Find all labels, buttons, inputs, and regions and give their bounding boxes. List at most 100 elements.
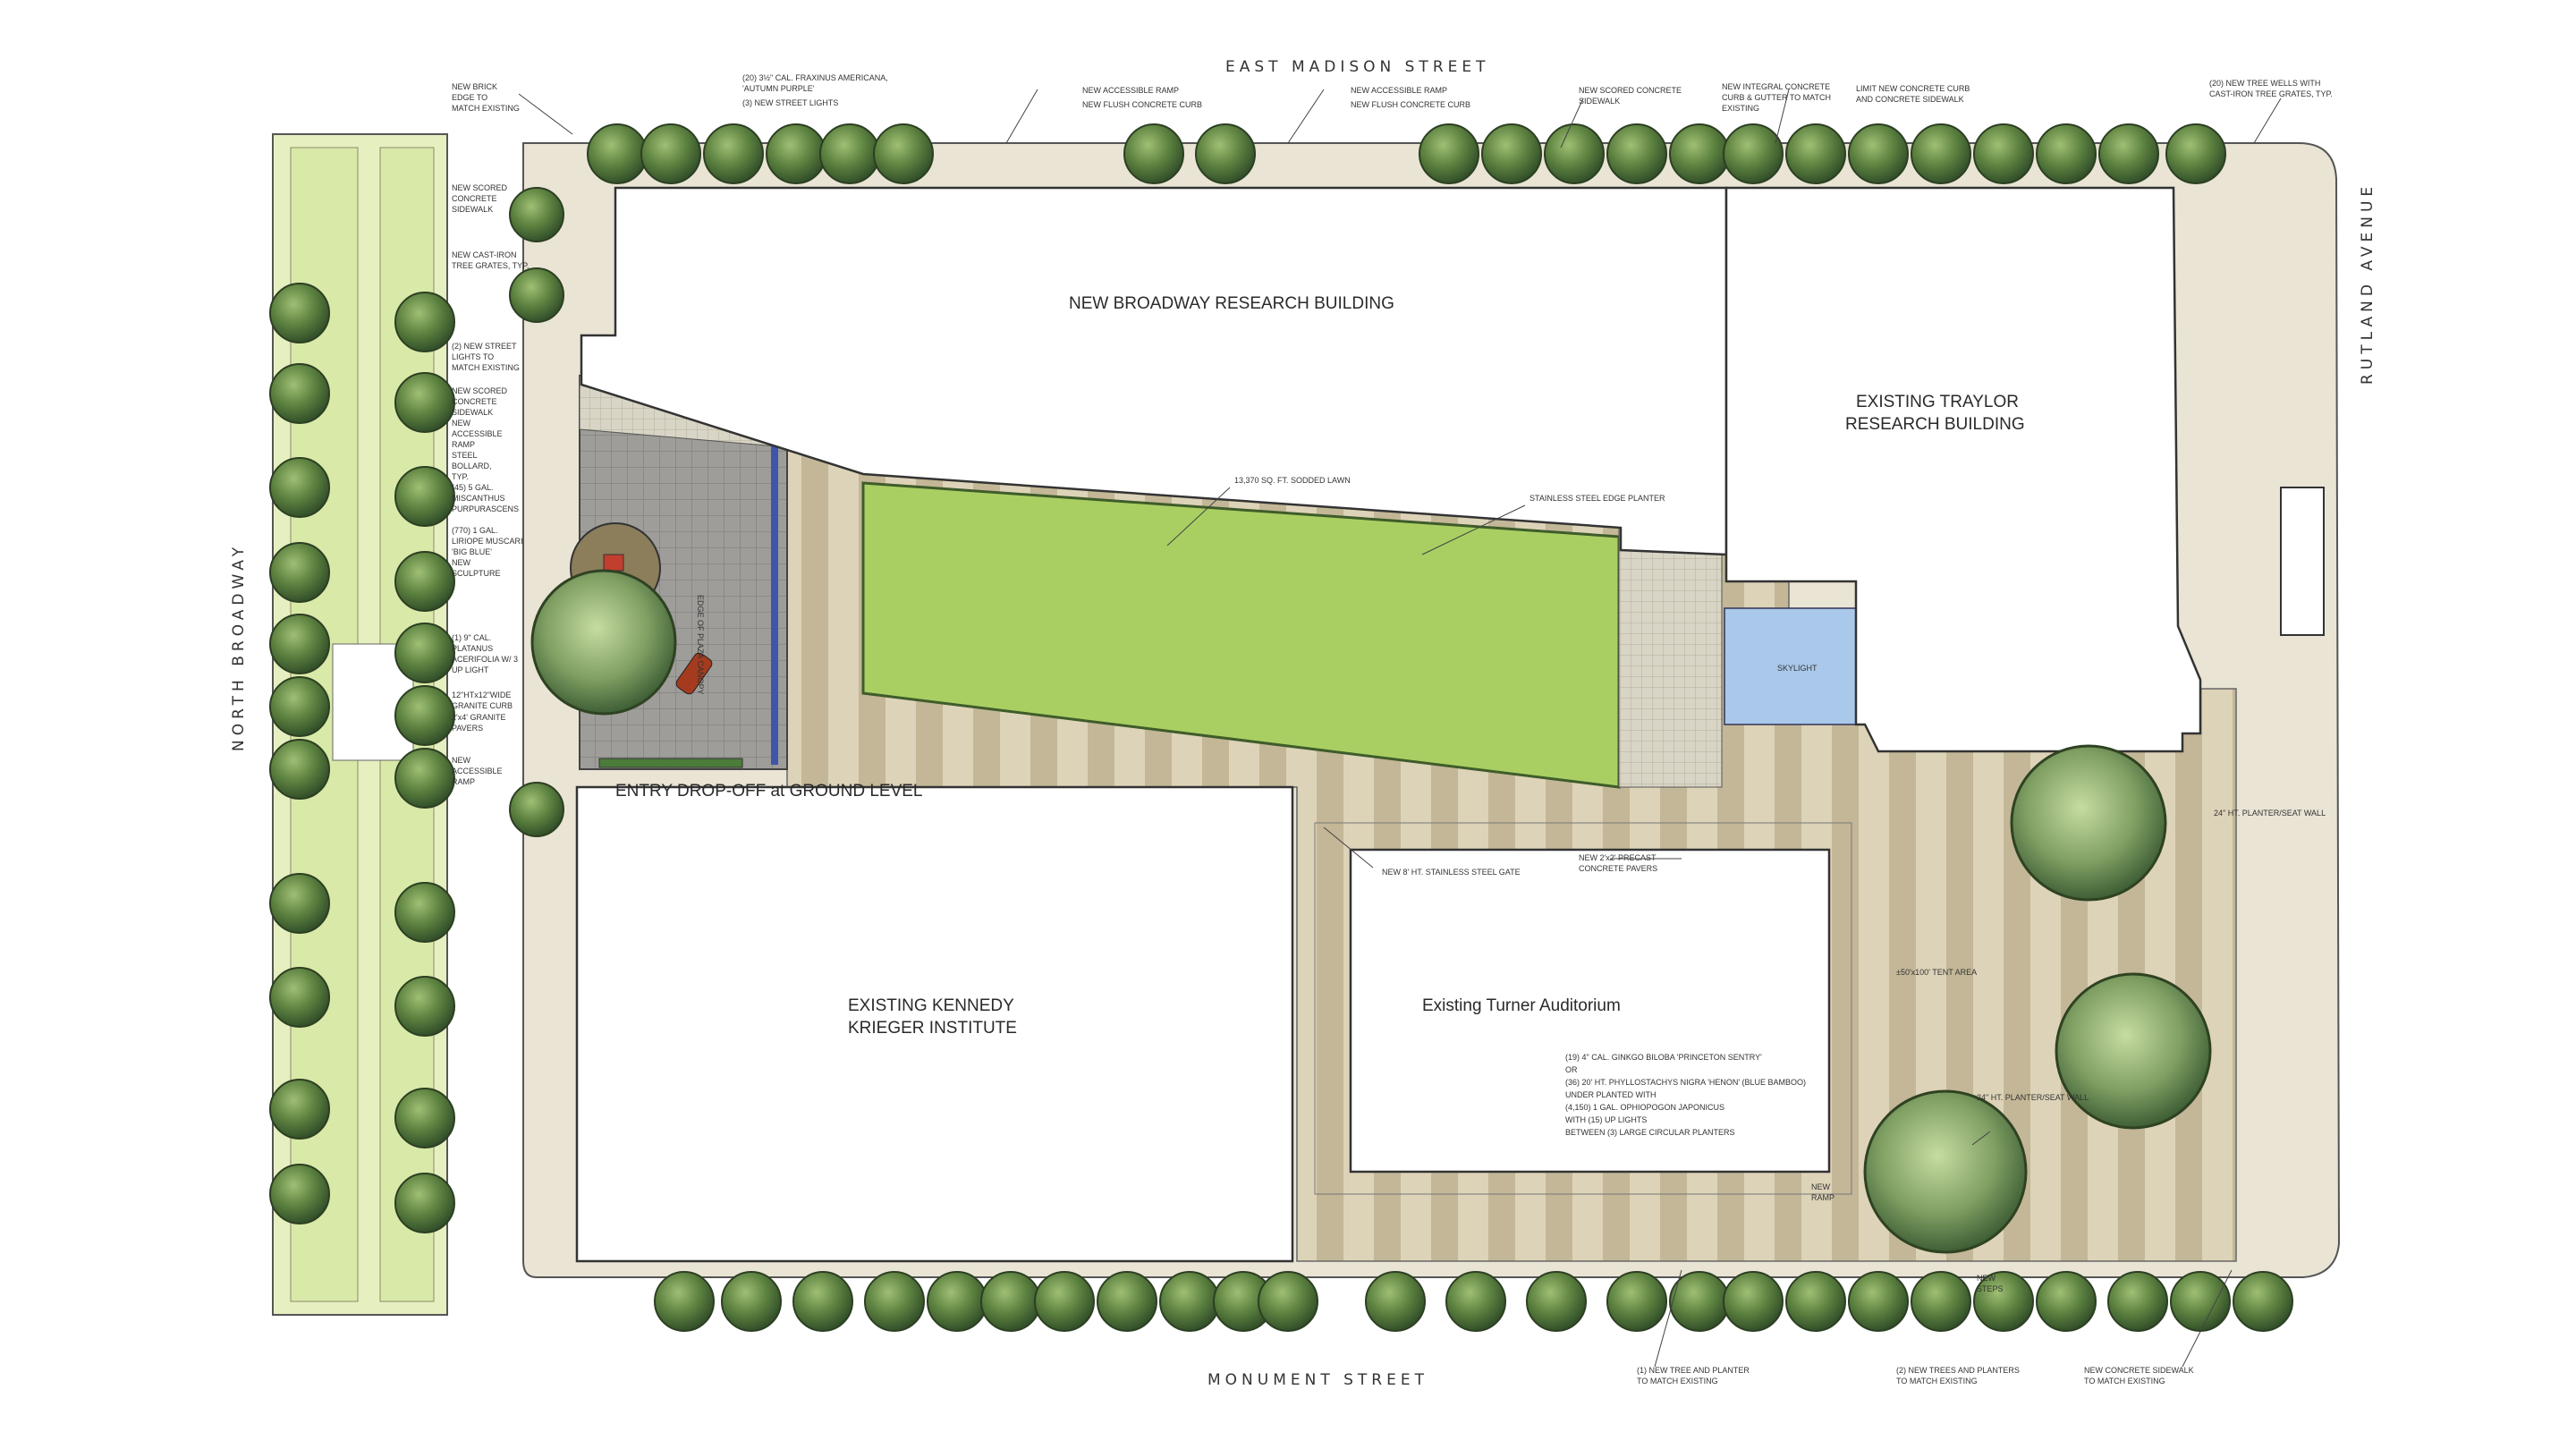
- existing-traylor-research-building: [1724, 186, 2202, 753]
- north-tree-icon: [1544, 123, 1605, 184]
- note-left-2: MATCH EXISTING: [452, 104, 520, 113]
- note-center-8: NEW: [1811, 1182, 1831, 1191]
- west-tree-icon: [394, 551, 455, 612]
- note-left-13: SIDEWALK: [452, 408, 493, 417]
- note-top-3: NEW ACCESSIBLE RAMP: [1082, 86, 1179, 95]
- south-tree-icon: [1911, 1271, 1971, 1332]
- note-left-9: LIGHTS TO: [452, 352, 494, 361]
- label-skylight: SKYLIGHT: [1777, 664, 1818, 673]
- south-tree-icon: [721, 1271, 782, 1332]
- north-tree-icon: [1606, 123, 1667, 184]
- note-left-14: NEW: [452, 419, 471, 428]
- south-tree-icon: [927, 1271, 987, 1332]
- notes-auditorium: (19) 4" CAL. GINKGO BILOBA 'PRINCETON SE…: [1565, 1053, 1806, 1137]
- south-tree-icon: [980, 1271, 1041, 1332]
- south-tree-icon: [1526, 1271, 1587, 1332]
- note-left-6: NEW CAST-IRON: [452, 250, 517, 259]
- note-left-12: CONCRETE: [452, 397, 497, 406]
- note-left-26: NEW: [452, 558, 471, 567]
- note-bottom-1: STEPS: [1977, 1284, 2004, 1293]
- street-trees-north: [587, 123, 2226, 184]
- note-left-36: NEW: [452, 756, 471, 765]
- west-tree-icon: [394, 372, 455, 433]
- note-bottom-3: TO MATCH EXISTING: [1637, 1377, 1718, 1385]
- note-auditorium-3: UNDER PLANTED WITH: [1565, 1090, 1657, 1099]
- street-label-north-broadway: NORTH BROADWAY: [230, 543, 248, 751]
- note-center-0: 13,370 SQ. FT. SODDED LAWN: [1234, 476, 1351, 485]
- note-left-1: EDGE TO: [452, 93, 487, 102]
- south-tree-icon: [2036, 1271, 2097, 1332]
- west-sidewalk-tree-icon: [509, 267, 564, 323]
- south-tree-icon: [1606, 1271, 1667, 1332]
- south-tree-icon: [1445, 1271, 1506, 1332]
- plaza-bench: [598, 758, 743, 768]
- note-center-6: ±50'x100' TENT AREA: [1896, 968, 1977, 977]
- north-tree-icon: [1419, 123, 1479, 184]
- west-sidewalk-tree-icon: [509, 187, 564, 242]
- south-tree-icon: [1973, 1271, 2034, 1332]
- north-tree-icon: [1481, 123, 1542, 184]
- street-trees-west: [269, 187, 564, 1233]
- note-left-22: PURPURASCENS: [452, 504, 519, 513]
- north-tree-icon: [1848, 123, 1909, 184]
- note-auditorium-4: (4,150) 1 GAL. OPHIOPOGON JAPONICUS: [1565, 1103, 1724, 1112]
- west-tree-icon: [394, 292, 455, 352]
- note-bottom-5: TO MATCH EXISTING: [1896, 1377, 1978, 1385]
- west-tree-icon: [394, 685, 455, 746]
- label-kennedy-2: KRIEGER INSTITUTE: [848, 1019, 1017, 1038]
- note-left-20: (45) 5 GAL.: [452, 483, 494, 492]
- auditorium-terrace: [1314, 822, 1852, 1195]
- note-left-8: (2) NEW STREET: [452, 342, 517, 351]
- note-left-37: ACCESSIBLE: [452, 767, 503, 775]
- note-top-11: EXISTING: [1722, 104, 1759, 113]
- note-left-27: SCULPTURE: [452, 569, 501, 578]
- existing-kennedy-krieger-institute: [575, 785, 1294, 1263]
- note-left-32: 12"HTx12"WIDE: [452, 691, 511, 699]
- north-tree-icon: [1785, 123, 1846, 184]
- note-left-18: BOLLARD,: [452, 462, 492, 470]
- note-left-25: 'BIG BLUE': [452, 547, 492, 556]
- west-tree-icon: [394, 623, 455, 683]
- note-left-21: MISCANTHUS: [452, 494, 505, 503]
- west-tree-icon: [269, 363, 330, 424]
- note-top-4: NEW FLUSH CONCRETE CURB: [1082, 100, 1202, 109]
- note-top-1: 'AUTUMN PURPLE': [742, 84, 815, 93]
- north-tree-icon: [766, 123, 826, 184]
- west-tree-icon: [394, 1173, 455, 1233]
- note-center-5: 24" HT. PLANTER/SEAT WALL: [2214, 809, 2326, 818]
- north-tree-icon: [587, 123, 648, 184]
- north-tree-icon: [2098, 123, 2159, 184]
- note-center-2: NEW 8' HT. STAINLESS STEEL GATE: [1382, 868, 1521, 877]
- note-top-8: SIDEWALK: [1579, 97, 1620, 106]
- note-left-24: LIRIOPE MUSCARI: [452, 537, 523, 546]
- west-tree-icon: [269, 457, 330, 518]
- west-tree-icon: [269, 967, 330, 1028]
- note-left-29: PLATANUS: [452, 644, 493, 653]
- note-auditorium-0: (19) 4" CAL. GINKGO BILOBA 'PRINCETON SE…: [1565, 1053, 1762, 1062]
- note-top-10: CURB & GUTTER TO MATCH: [1722, 93, 1831, 102]
- south-tree-icon: [1785, 1271, 1846, 1332]
- note-top-15: CAST-IRON TREE GRATES, TYP.: [2209, 89, 2333, 98]
- west-tree-icon: [394, 882, 455, 943]
- notes-top: (20) 3½" CAL. FRAXINUS AMERICANA,'AUTUMN…: [742, 73, 2333, 113]
- note-auditorium-5: WITH (15) UP LIGHTS: [1565, 1115, 1647, 1124]
- north-tree-icon: [1973, 123, 2034, 184]
- note-bottom-6: NEW CONCRETE SIDEWALK: [2084, 1366, 2194, 1375]
- note-left-15: ACCESSIBLE: [452, 429, 503, 438]
- plaza-blue-edge: [771, 438, 778, 765]
- note-top-6: NEW FLUSH CONCRETE CURB: [1351, 100, 1470, 109]
- note-left-10: MATCH EXISTING: [452, 363, 520, 372]
- note-top-13: AND CONCRETE SIDEWALK: [1856, 95, 1964, 104]
- note-left-4: CONCRETE: [452, 194, 497, 203]
- note-left-3: NEW SCORED: [452, 183, 508, 192]
- note-center-4: CONCRETE PAVERS: [1579, 864, 1657, 873]
- note-center-9: RAMP: [1811, 1193, 1835, 1202]
- note-top-7: NEW SCORED CONCRETE: [1579, 86, 1682, 95]
- north-tree-icon: [873, 123, 934, 184]
- west-tree-icon: [269, 739, 330, 800]
- note-left-5: SIDEWALK: [452, 205, 493, 214]
- street-label-monument: MONUMENT STREET: [1208, 1371, 1428, 1389]
- leader-lines: [518, 89, 2282, 1368]
